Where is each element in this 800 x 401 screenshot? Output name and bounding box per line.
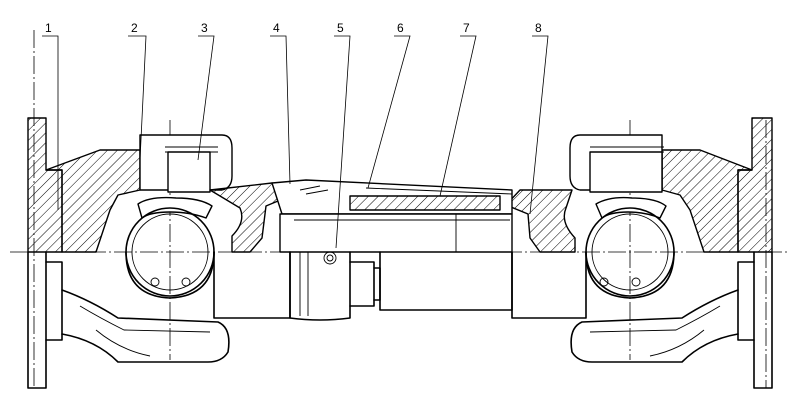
left-shaft-yoke-section bbox=[209, 182, 291, 253]
left-yoke-arm-contours bbox=[79, 305, 211, 357]
sleeve-ring-lines bbox=[299, 252, 309, 316]
right-bearing-cup bbox=[589, 151, 663, 193]
sleeve-step-small bbox=[373, 267, 381, 301]
left-flange-yoke-section bbox=[27, 117, 291, 253]
sleeve-step-lower bbox=[349, 261, 375, 307]
leader-2 bbox=[128, 35, 147, 161]
leader-8 bbox=[529, 35, 549, 215]
callout-label-4: 4 bbox=[273, 21, 280, 35]
callout-label-3: 3 bbox=[201, 21, 208, 35]
leader-7 bbox=[439, 35, 477, 197]
right-shaft-neck-lower bbox=[511, 251, 587, 319]
leader-6 bbox=[367, 35, 411, 189]
right-yoke-arm-lower bbox=[570, 289, 739, 363]
right-flange-yoke-section bbox=[505, 117, 773, 253]
right-flange-section bbox=[737, 117, 773, 253]
tube-lower bbox=[379, 251, 513, 311]
leader-4 bbox=[270, 35, 291, 185]
leader-5 bbox=[334, 35, 351, 249]
left-shaft-neck-lower bbox=[213, 251, 291, 319]
left-bearing-cup bbox=[167, 151, 211, 193]
callout-label-1: 1 bbox=[45, 21, 52, 35]
right-shaft-yoke-section bbox=[505, 189, 576, 253]
grease-fitting-icon bbox=[323, 251, 337, 265]
seal-lines bbox=[299, 185, 329, 195]
right-flange-lower bbox=[753, 251, 773, 389]
spline-section bbox=[271, 179, 513, 253]
left-flange-hub-lower bbox=[45, 261, 63, 341]
callout-leaders bbox=[42, 35, 549, 249]
right-yoke-arm-contours bbox=[589, 305, 721, 357]
sleeve-lower bbox=[289, 251, 351, 321]
right-flange-yoke-body bbox=[661, 149, 753, 253]
spline-tooth-line bbox=[365, 187, 513, 195]
callout-label-8: 8 bbox=[535, 21, 542, 35]
right-yoke-ear-lower bbox=[585, 251, 675, 299]
right-flange-hub-lower bbox=[737, 261, 755, 341]
left-yoke-ear-lower bbox=[125, 251, 215, 299]
callout-labels: 1 2 3 4 5 6 7 8 bbox=[45, 21, 542, 35]
left-flange-section bbox=[27, 117, 63, 253]
callout-label-2: 2 bbox=[131, 21, 138, 35]
spline-hub-section bbox=[349, 195, 501, 211]
callout-label-5: 5 bbox=[337, 21, 344, 35]
left-flange-lower bbox=[27, 251, 47, 389]
callout-label-6: 6 bbox=[397, 21, 404, 35]
leader-3 bbox=[197, 35, 215, 161]
left-yoke-arm-lower bbox=[61, 289, 230, 363]
lower-external-view bbox=[27, 251, 773, 389]
callout-label-7: 7 bbox=[463, 21, 470, 35]
leader-1 bbox=[42, 35, 59, 210]
left-flange-yoke-body bbox=[45, 149, 141, 253]
